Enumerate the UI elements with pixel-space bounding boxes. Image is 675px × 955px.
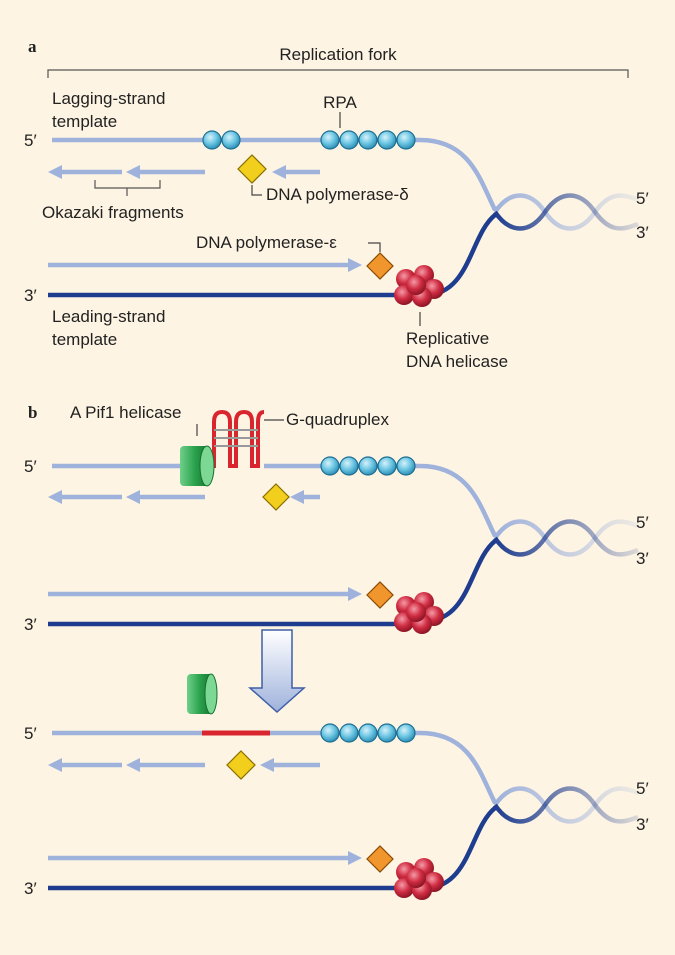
b2-pol-delta: [226, 750, 256, 780]
b2-pif1-helicase-released: [187, 673, 218, 715]
transition-arrow: [248, 629, 306, 714]
panel-a-letter: a: [28, 37, 37, 56]
replication-fork-label: Replication fork: [279, 45, 397, 64]
b2-replicative-helicase: [394, 858, 444, 900]
a-rpa-single-1: [202, 130, 222, 150]
a-lagging-5prime: 5′: [24, 131, 37, 150]
rpa-label: RPA: [323, 93, 357, 112]
pol-epsilon-pointer: [368, 242, 381, 252]
b1-pol-delta: [262, 483, 290, 511]
a-fork-helix: [420, 140, 638, 295]
pol-delta-label: DNA polymerase-δ: [266, 185, 409, 204]
panel-b-letter: b: [28, 403, 37, 422]
pif1-label: A Pif1 helicase: [70, 403, 182, 422]
b2-fork-helix: [420, 733, 638, 888]
a-leading-3prime: 3′: [24, 286, 37, 305]
b1-pif1-helicase: [180, 445, 215, 487]
b1-leading-3prime: 3′: [24, 615, 37, 634]
a-okazaki-arrows: [48, 165, 320, 179]
b2-rpa-cluster: [320, 723, 416, 743]
lagging-strand-label-2: template: [52, 112, 117, 131]
a-helix-5prime: 5′: [636, 189, 649, 208]
b2-leading-3prime: 3′: [24, 879, 37, 898]
a-leading-new-strand: [48, 258, 362, 272]
b1-helix-5prime: 5′: [636, 513, 649, 532]
b1-lagging-5prime: 5′: [24, 457, 37, 476]
pol-delta-pointer: [251, 185, 262, 196]
replication-fork-bracket: [47, 69, 629, 78]
leading-strand-label-1: Leading-strand: [52, 307, 165, 326]
b2-pol-epsilon: [366, 845, 394, 873]
a-rpa-single-2: [221, 130, 241, 150]
b1-okazaki-arrows: [48, 490, 320, 504]
a-rpa-cluster: [320, 130, 416, 150]
b2-helix-5prime: 5′: [636, 779, 649, 798]
b1-leading-new-strand: [48, 587, 362, 601]
a-helix-3prime: 3′: [636, 223, 649, 242]
g-quadruplex-label: G-quadruplex: [286, 410, 390, 429]
b1-helix-3prime: 3′: [636, 549, 649, 568]
helicase-label-2: DNA helicase: [406, 352, 508, 371]
b1-rpa-cluster: [320, 456, 416, 476]
g-quadruplex: [208, 409, 265, 468]
a-pol-epsilon: [366, 252, 394, 280]
b2-lagging-5prime: 5′: [24, 724, 37, 743]
b1-fork-helix: [420, 466, 638, 621]
a-replicative-helicase: [394, 265, 444, 307]
pol-epsilon-label: DNA polymerase-ε: [196, 233, 337, 252]
b2-helix-3prime: 3′: [636, 815, 649, 834]
leading-strand-label-2: template: [52, 330, 117, 349]
b1-replicative-helicase: [394, 592, 444, 634]
okazaki-bracket: [94, 180, 161, 196]
lagging-strand-label-1: Lagging-strand: [52, 89, 165, 108]
okazaki-label: Okazaki fragments: [42, 203, 184, 222]
b2-okazaki-arrows: [48, 758, 320, 772]
b1-pol-epsilon: [366, 581, 394, 609]
a-pol-delta: [237, 154, 267, 184]
b2-leading-new-strand: [48, 851, 362, 865]
helicase-label-1: Replicative: [406, 329, 489, 348]
